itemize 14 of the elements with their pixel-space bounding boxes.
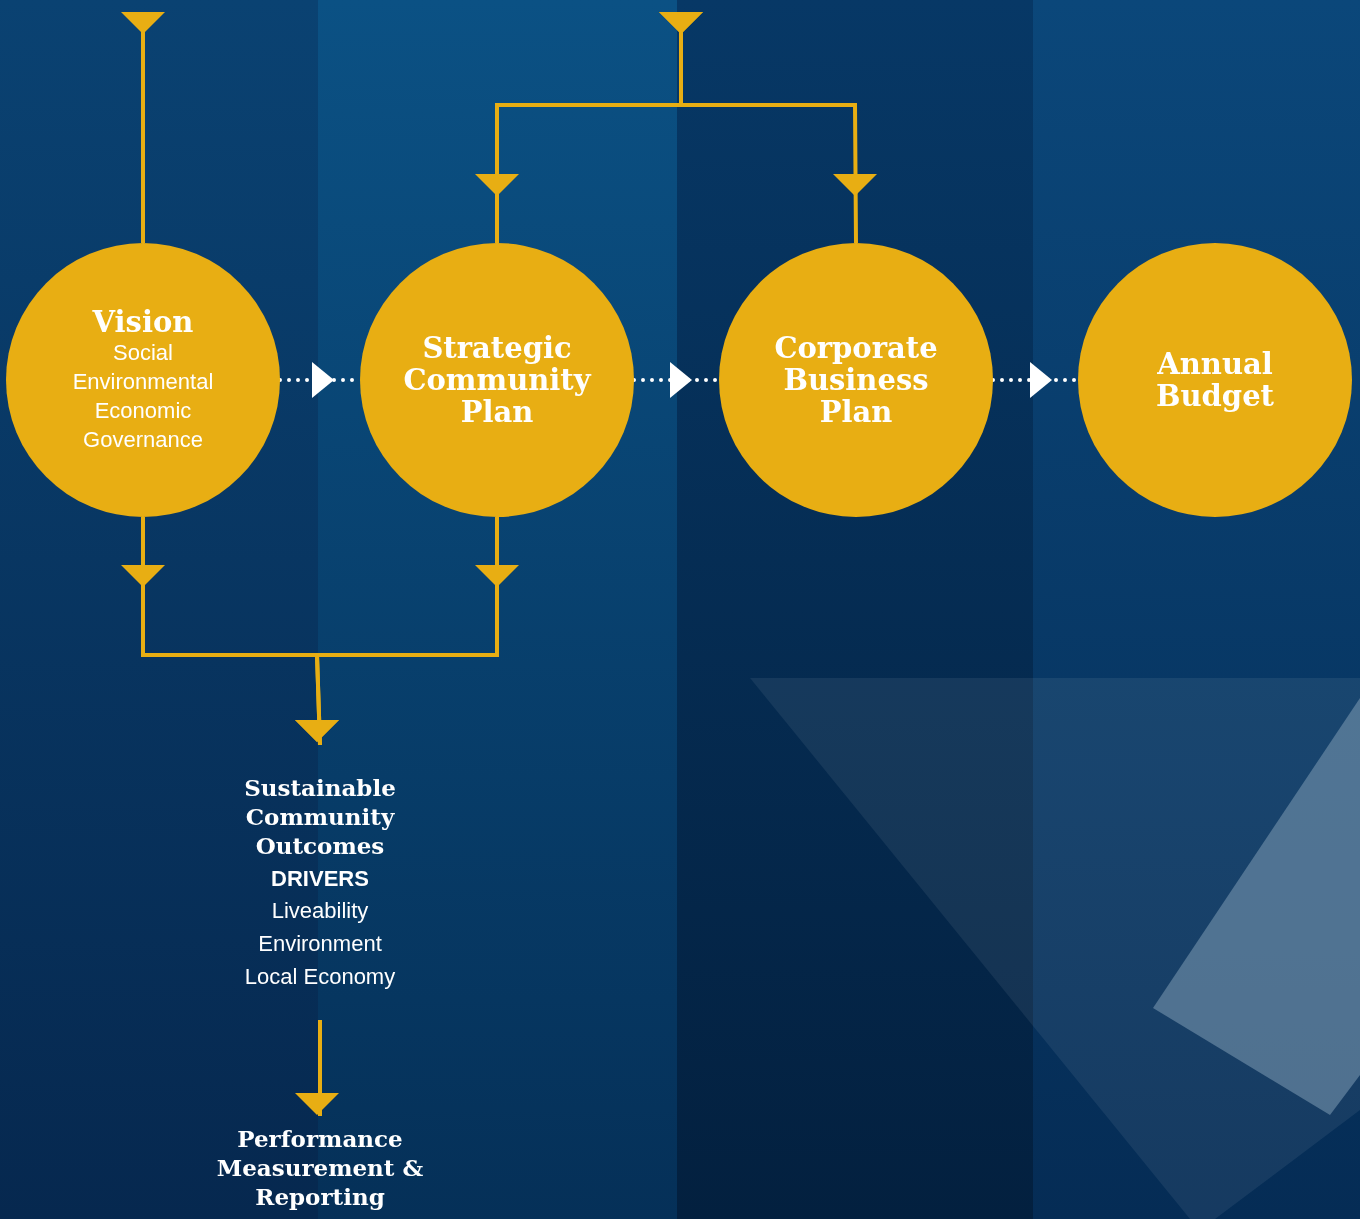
outcome-heading: Performance Measurement & Reporting — [215, 1123, 425, 1211]
node-title: Annual Budget — [1155, 348, 1275, 412]
node-title: Vision — [91, 306, 195, 338]
outcome-heading: Sustainable Community Outcomes — [243, 772, 397, 860]
node-subtitle: Economic — [93, 397, 193, 425]
node-subtitle: Social — [112, 339, 174, 367]
list-item: Local Economy — [244, 962, 396, 991]
node-subtitle: Governance — [82, 426, 204, 454]
node-title: Corporate Business Plan — [773, 332, 939, 428]
section-heading: DRIVERS — [271, 864, 369, 893]
node-subtitle: Environmental — [72, 368, 214, 396]
list-item: Environment — [258, 929, 382, 958]
node-title: Strategic Community Plan — [402, 332, 593, 428]
list-item: Liveability — [271, 896, 369, 925]
